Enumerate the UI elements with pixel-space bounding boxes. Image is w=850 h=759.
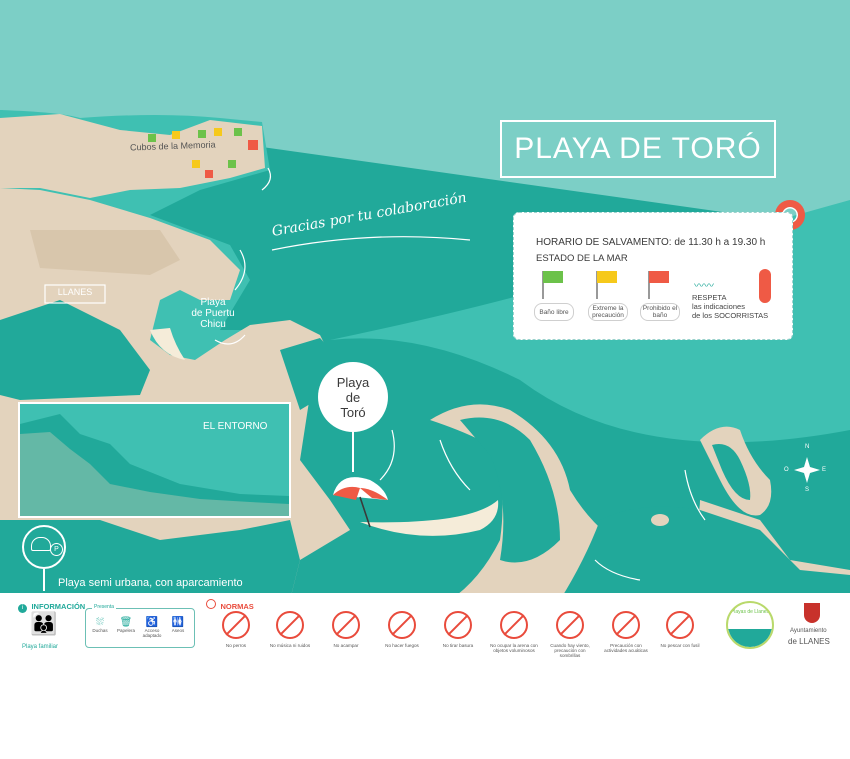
- flag-red-label: Prohibido el baño: [640, 303, 680, 321]
- logo-wave-icon: [728, 629, 772, 647]
- shower-icon: ⛆: [96, 617, 104, 628]
- bin-icon: 🗑: [119, 617, 133, 628]
- compass-o: O: [784, 467, 789, 473]
- compass-icon: [792, 455, 822, 485]
- green-flag-icon: [542, 271, 544, 299]
- norm-item: No hacer fuegos: [378, 611, 426, 648]
- waves-icon: 〰〰: [694, 281, 714, 292]
- toro-bubble: Playa de Toró: [318, 362, 388, 432]
- rescue-buoy-icon: [759, 269, 771, 303]
- toro-label: Playa de Toró: [336, 374, 370, 420]
- parking-sign: P: [22, 525, 66, 569]
- info-title: INFORMACIÓN: [31, 602, 86, 611]
- parking-icon: P: [50, 543, 63, 556]
- norm-label: No tirar basura: [442, 643, 474, 648]
- service-toilet: 🚻Aseos: [166, 617, 190, 633]
- lifeguard-panel: HORARIO DE SALVAMENTO: de 11.30 h a 19.3…: [513, 212, 793, 340]
- info-icon: i: [18, 604, 27, 613]
- norms-section: NORMAS: [206, 596, 254, 614]
- respeta-text: RESPETA las indicaciones de los SOCORRIS…: [692, 293, 769, 320]
- flag-green-label: Baño libre: [534, 303, 574, 321]
- red-flag-cloth: [649, 271, 669, 283]
- wind-icon: [556, 611, 584, 639]
- flag-yellow-label: Extreme la precaución: [588, 303, 628, 321]
- norm-item: No pescar con fusil: [656, 611, 704, 648]
- toilet-icon: 🚻: [171, 617, 185, 628]
- entorno-label: EL ENTORNO: [203, 421, 268, 432]
- trash-icon: [444, 611, 472, 639]
- umbrella-icon: [500, 611, 528, 639]
- llanes-label: LLANES: [57, 287, 93, 297]
- norm-label: No ocupar la arena con objetos voluminos…: [490, 643, 538, 653]
- ayto-line2: de LLANES: [788, 637, 830, 646]
- family-icon: 👪: [30, 611, 58, 636]
- compass-s: S: [805, 487, 810, 493]
- pin-line: [352, 432, 354, 472]
- norms-title: NORMAS: [220, 602, 254, 611]
- playas-llanes-logo: Playas de Llanes: [726, 601, 774, 649]
- norm-item: No música ni ruidos: [266, 611, 314, 648]
- services-box: Presenta ⛆Duchas 🗑Papelera ♿Acceso adapt…: [85, 604, 195, 648]
- yellow-flag-cloth: [597, 271, 617, 283]
- norm-item: No ocupar la arena con objetos voluminos…: [490, 611, 538, 653]
- harpoon-icon: [666, 611, 694, 639]
- service-bin: 🗑Papelera: [114, 617, 138, 633]
- services-title: Presenta: [92, 604, 117, 610]
- norm-label: No perros: [225, 643, 247, 648]
- family-label: Playa familiar: [22, 644, 59, 650]
- norm-item: No acampar: [322, 611, 370, 648]
- prohibited-icon: [206, 599, 216, 609]
- service-shower: ⛆Duchas: [88, 617, 112, 633]
- norm-item: Precaución con actividades acuáticas: [602, 611, 650, 653]
- compass-n: N: [805, 444, 810, 450]
- norm-label: No música ni ruidos: [269, 643, 311, 648]
- norm-item: No perros: [212, 611, 260, 648]
- red-flag-icon: [648, 271, 650, 299]
- service-label: Aseos: [171, 628, 185, 633]
- wheelchair-icon: ♿: [145, 617, 159, 628]
- car-umbrella-icon: [31, 537, 51, 551]
- yellow-flag-icon: [596, 271, 598, 299]
- service-label: Duchas: [92, 628, 108, 633]
- info-section: i INFORMACIÓN: [18, 596, 85, 614]
- norm-label: No pescar con fusil: [660, 643, 700, 648]
- fire-icon: [388, 611, 416, 639]
- parking-stem: [43, 569, 45, 591]
- entorno-inset-map: EL ENTORNO: [18, 402, 291, 518]
- norm-label: Cuando hay viento, precaución con sombri…: [550, 643, 590, 658]
- service-label: Papelera: [116, 628, 135, 633]
- puertu-chicu-label: Playa de Puertu Chicu: [191, 297, 235, 330]
- norm-label: No acampar: [333, 643, 359, 648]
- norm-label: No hacer fuegos: [385, 643, 419, 648]
- ayto-crest-icon: [804, 603, 820, 623]
- dog-icon: [222, 611, 250, 639]
- ayto-line1: Ayuntamiento: [790, 628, 827, 634]
- legend-bar: i INFORMACIÓN 👪 Playa familiar Presenta …: [0, 593, 850, 663]
- compass-star-icon: [794, 457, 820, 483]
- lifeguard-hours: HORARIO DE SALVAMENTO: de 11.30 h a 19.3…: [536, 237, 766, 248]
- parking-description: Playa semi urbana, con aparcamiento: [58, 577, 243, 589]
- compass-e: E: [822, 467, 827, 473]
- green-flag-cloth: [543, 271, 563, 283]
- playas-logo-text: Playas de Llanes: [730, 609, 770, 615]
- page-title: PLAYA DE TORÓ: [500, 120, 776, 178]
- service-access: ♿Acceso adaptado: [140, 617, 164, 638]
- norm-label: Precaución con actividades acuáticas: [604, 643, 648, 653]
- music-icon: [276, 611, 304, 639]
- tent-icon: [332, 611, 360, 639]
- norm-item: Cuando hay viento, precaución con sombri…: [546, 611, 594, 658]
- service-label: Acceso adaptado: [142, 628, 162, 638]
- surf-icon: [612, 611, 640, 639]
- inset-map-graphic: [20, 404, 289, 516]
- norm-item: No tirar basura: [434, 611, 482, 648]
- sea-state-label: ESTADO DE LA MAR: [536, 253, 628, 264]
